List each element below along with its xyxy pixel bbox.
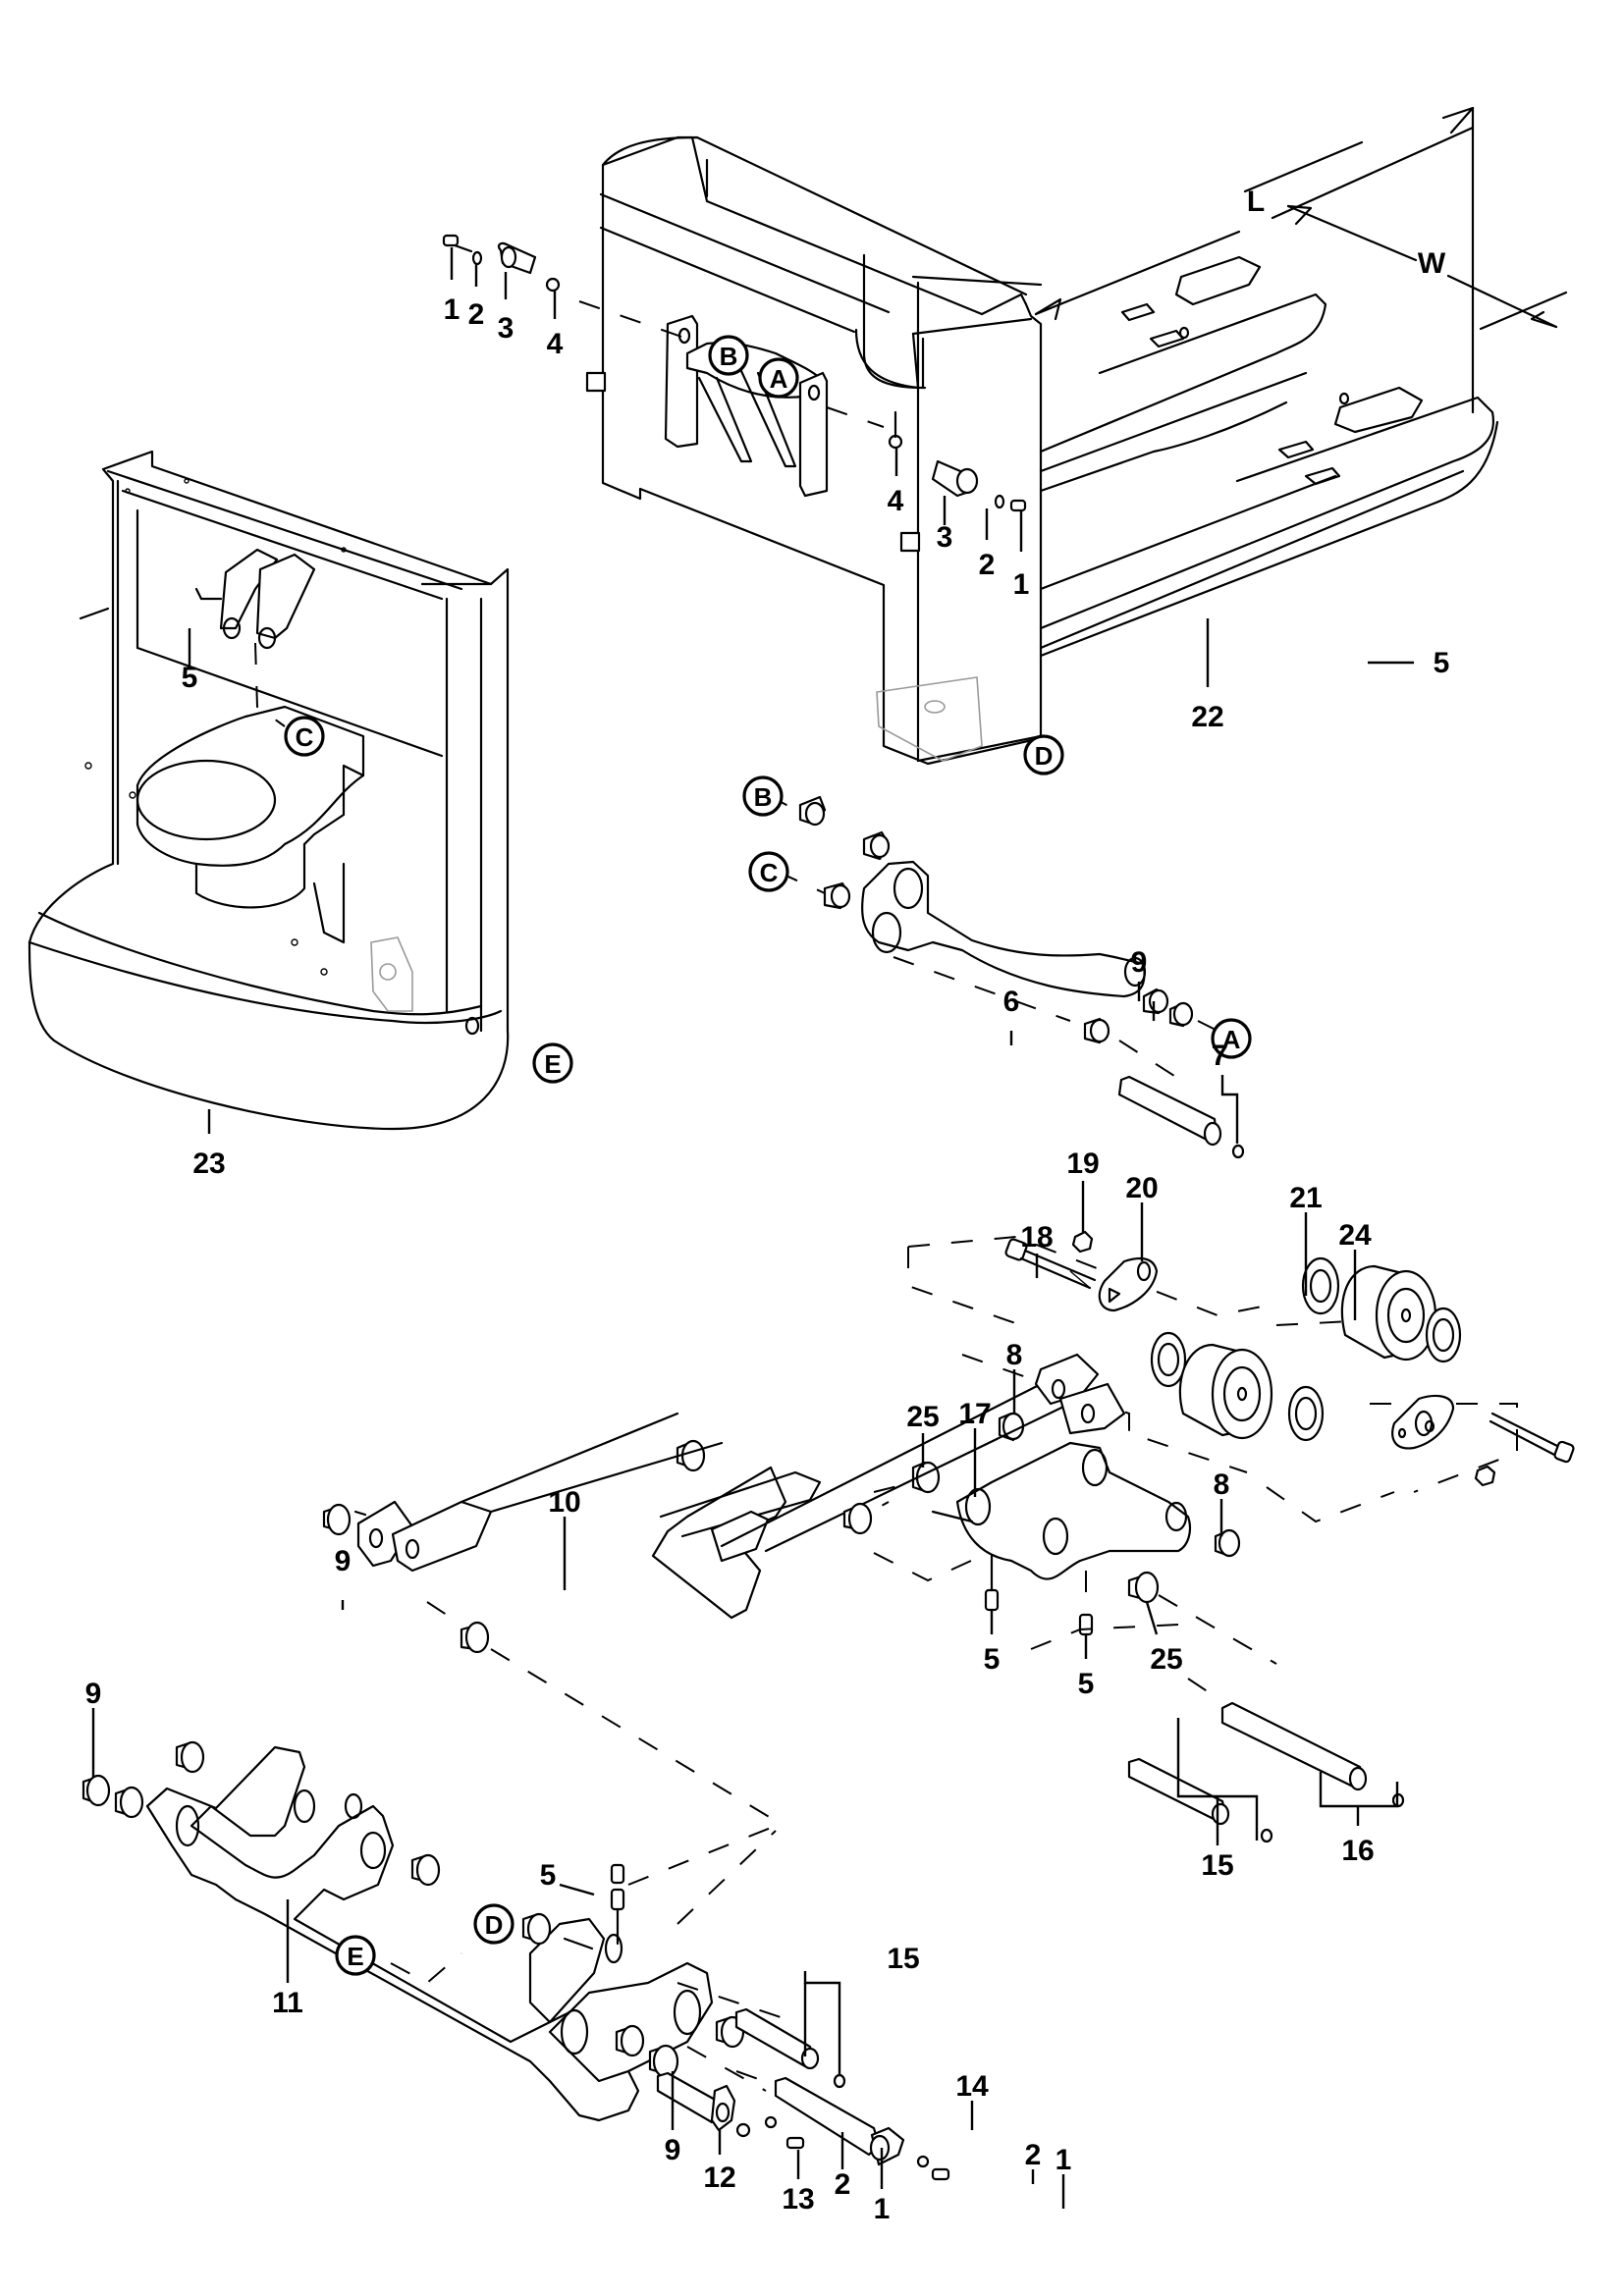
ref-label-C: C (760, 858, 779, 887)
callout-9: 9 (335, 1545, 352, 1577)
pivot-pin-set-right (826, 406, 1027, 512)
callout-5: 5 (984, 1643, 1001, 1676)
dimension-L-label: L (1247, 186, 1265, 218)
pivot-pin-set-left (442, 234, 688, 340)
ref-label-A: A (770, 364, 788, 394)
callout-2: 2 (1025, 2139, 1042, 2171)
callout-1: 1 (1013, 568, 1030, 601)
callout-1: 1 (1056, 2144, 1072, 2176)
callout-16: 16 (1341, 1835, 1374, 1867)
ref-label-E: E (544, 1049, 561, 1079)
callout-21: 21 (1289, 1182, 1322, 1214)
callout-15: 15 (887, 1943, 919, 1975)
callout-3: 3 (937, 521, 953, 554)
callout-20: 20 (1125, 1172, 1158, 1204)
callout-2: 2 (468, 298, 485, 331)
callout-18: 18 (1020, 1221, 1053, 1254)
callout-8: 8 (1006, 1339, 1023, 1371)
ref-D-frame: D (1023, 734, 1064, 775)
fork-frame-assembly (585, 135, 1499, 766)
dimension-W-label: W (1418, 247, 1446, 280)
callout-17: 17 (958, 1398, 991, 1430)
callout-1: 1 (444, 294, 460, 326)
ref-B-top: B (708, 335, 749, 376)
reference-letters: A B C D E B C A (254, 335, 1252, 1976)
callout-6: 6 (1003, 986, 1020, 1018)
callout-2: 2 (835, 2168, 851, 2201)
pins-12-16 (656, 1678, 1405, 2181)
ref-A-arm: A (1211, 1018, 1252, 1059)
axle-11 (81, 1740, 806, 2122)
ref-C-chassis: C (254, 642, 325, 757)
link-17 (843, 1412, 1277, 1665)
chassis-frame (27, 450, 510, 1131)
lift-arm-10 (322, 1353, 1126, 1822)
callout-2: 2 (979, 549, 996, 581)
callout-7: 7 (1212, 1040, 1228, 1072)
ref-label-B: B (754, 782, 773, 812)
callout-1: 1 (874, 2193, 891, 2225)
ref-label-A: A (1222, 1025, 1241, 1054)
callout-25: 25 (1150, 1643, 1182, 1676)
ref-E-axle: E (335, 1935, 376, 1976)
ref-C-arm: C (748, 851, 789, 892)
ref-label-B: B (720, 342, 738, 371)
leader-lines (91, 247, 1414, 2209)
callout-5: 5 (182, 662, 198, 694)
dimension-lines: L W (1034, 106, 1568, 414)
callout-5: 5 (1434, 647, 1450, 679)
callout-numbers: 1 2 3 4 4 3 2 1 5 22 5 23 6 9 7 18 19 20… (85, 294, 1450, 2225)
callout-24: 24 (1338, 1219, 1372, 1252)
ref-B-arm: B (742, 775, 784, 817)
callout-9: 9 (665, 2134, 681, 2166)
callout-5: 5 (540, 1859, 557, 1892)
ref-label-D: D (1035, 741, 1054, 771)
callout-14: 14 (955, 2070, 989, 2103)
callout-8: 8 (1214, 1468, 1230, 1501)
callout-4: 4 (547, 328, 564, 360)
callout-13: 13 (782, 2183, 814, 2216)
callout-25: 25 (906, 1401, 939, 1433)
callout-12: 12 (703, 2162, 735, 2194)
callout-11: 11 (272, 1987, 303, 2019)
ref-label-C: C (296, 722, 314, 752)
ref-D-axle: D (473, 1903, 514, 1945)
callout-9: 9 (1131, 946, 1148, 979)
callout-5: 5 (1078, 1668, 1095, 1700)
callout-22: 22 (1191, 701, 1223, 733)
callout-9: 9 (85, 1678, 102, 1710)
ref-label-D: D (485, 1910, 504, 1940)
callout-15: 15 (1201, 1849, 1233, 1882)
callout-3: 3 (498, 312, 514, 345)
link-arm-6 (767, 794, 1245, 1159)
callout-19: 19 (1066, 1148, 1099, 1180)
ref-A-top: A (758, 357, 799, 399)
ref-label-E: E (347, 1942, 363, 1971)
roller-assembly (907, 1230, 1575, 1523)
callout-4: 4 (888, 485, 904, 517)
callout-23: 23 (192, 1148, 225, 1180)
callout-10: 10 (548, 1486, 580, 1519)
ref-E-chassis: E (532, 1042, 573, 1084)
